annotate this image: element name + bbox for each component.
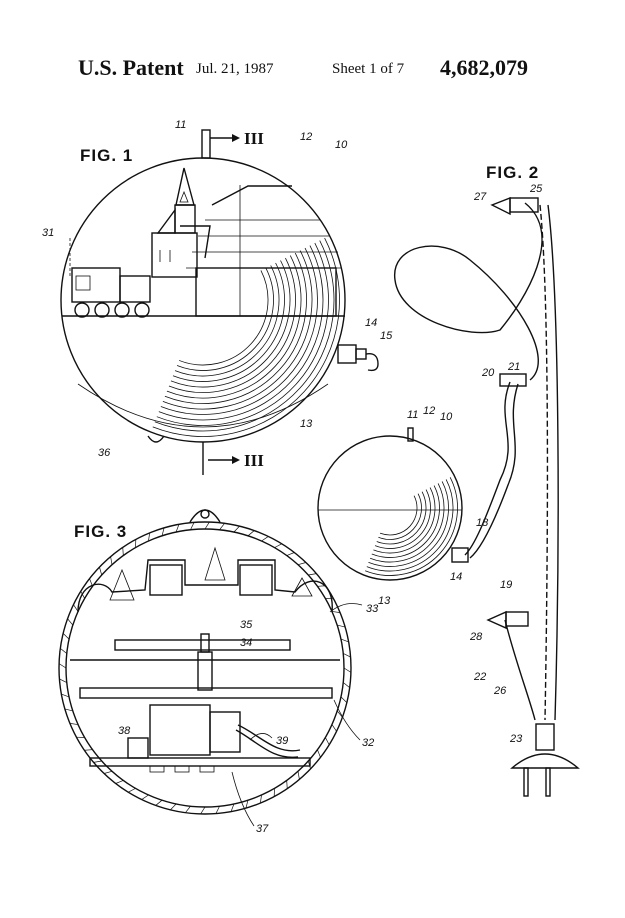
outer-shell: [58, 521, 352, 815]
ref-33: 33: [366, 603, 379, 615]
ref-32: 32: [362, 737, 374, 749]
fig-1-label: FIG. 1: [80, 146, 134, 165]
ref-35: 35: [240, 619, 253, 631]
ref-13: 13: [300, 418, 313, 430]
church: [151, 167, 211, 278]
small-shading-arcs: [365, 477, 458, 576]
bulb-28: [486, 610, 507, 630]
ref-11: 11: [175, 119, 186, 131]
base-rim: [77, 383, 329, 428]
fig-2-label: FIG. 2: [486, 163, 540, 182]
ref-20: 20: [481, 367, 495, 379]
section-mark-top: III: [244, 129, 264, 148]
ref-12b: 12: [423, 405, 435, 417]
fig-3-label: FIG. 3: [74, 522, 128, 541]
toy-train: [71, 267, 151, 318]
section-mark-bottom: III: [244, 451, 264, 470]
shell-hatching: [58, 521, 352, 815]
small-ornament: [317, 435, 463, 581]
cord-loop: [394, 202, 543, 381]
patent-number: 4,682,079: [440, 55, 528, 80]
scene-shell: [77, 559, 333, 613]
ref-39: 39: [276, 735, 288, 747]
ref-38: 38: [118, 725, 131, 737]
ref-25: 25: [529, 183, 543, 195]
pin-35: [200, 633, 210, 653]
hanger-stem: [201, 129, 211, 159]
ref-26: 26: [493, 685, 507, 697]
shading-arcs: [152, 237, 340, 437]
lamp-socket: [337, 344, 379, 372]
ref-13b: 13: [378, 595, 391, 607]
ref-14b: 14: [450, 571, 462, 583]
fig-1-drawing: III: [42, 119, 393, 475]
arrow-head-top: [232, 134, 240, 142]
ref-11b: 11: [407, 409, 418, 421]
platform-32: [79, 687, 333, 699]
fig-3-drawing: 35 34 33 38 39 32 37: [58, 509, 379, 835]
ref-34: 34: [240, 637, 252, 649]
motor-38: [149, 704, 211, 756]
ref-19: 19: [500, 579, 512, 591]
ref-21: 21: [507, 361, 520, 373]
ref-10b: 10: [440, 411, 453, 423]
fig-2-drawing: 11 12 10 18 14 13 27 25 20 21 19 28 22 2…: [317, 183, 580, 797]
base-37: [89, 757, 311, 767]
ref-37: 37: [256, 823, 269, 835]
plug-body: [535, 723, 555, 751]
foot: [147, 435, 165, 443]
ref-31: 31: [42, 227, 54, 239]
house-stepped-roof: [186, 185, 342, 317]
ref-22: 22: [473, 671, 486, 683]
ref-14: 14: [365, 317, 377, 329]
patent-date: Jul. 21, 1987: [196, 61, 274, 77]
ref-18: 18: [476, 517, 489, 529]
bulb-27: [490, 196, 511, 216]
patent-title: U.S. Patent: [78, 55, 184, 80]
inner-shell: [65, 528, 345, 808]
ref-10: 10: [335, 139, 348, 151]
ref-12: 12: [300, 131, 312, 143]
ref-36: 36: [98, 447, 111, 459]
ref-23: 23: [509, 733, 523, 745]
shaft-34: [197, 651, 213, 691]
twisted-cord: [464, 381, 511, 556]
ref-15: 15: [380, 330, 393, 342]
ref-27: 27: [473, 191, 487, 203]
sheet-number: Sheet 1 of 7: [332, 61, 405, 77]
hanger-loop: [189, 509, 221, 523]
ref-28: 28: [469, 631, 483, 643]
